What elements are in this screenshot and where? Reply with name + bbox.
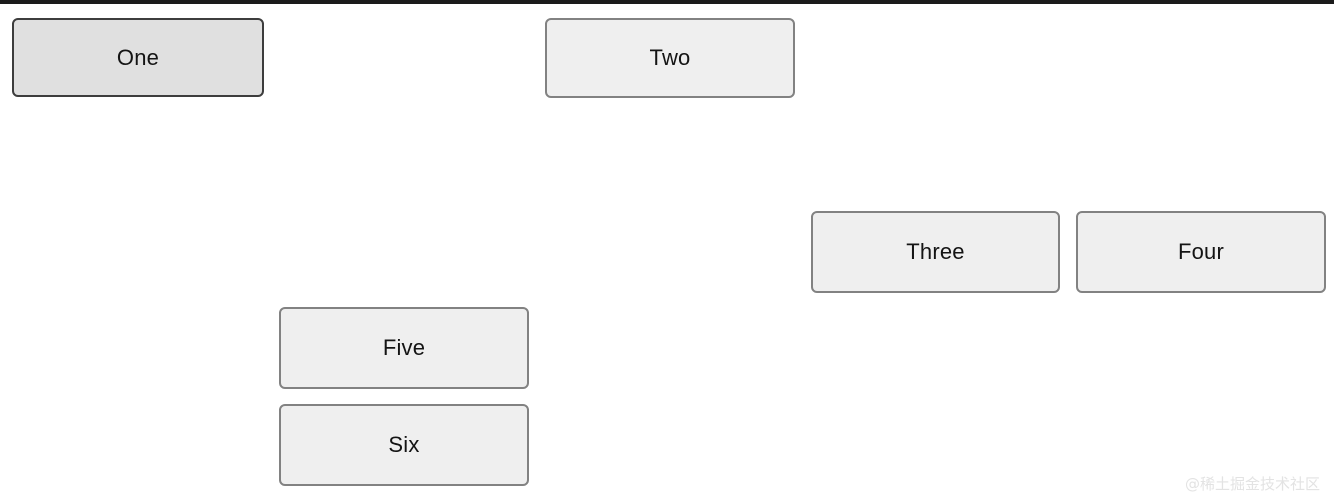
box-four[interactable]: Four — [1076, 211, 1326, 293]
box-one-label: One — [116, 44, 160, 70]
top-edge-band — [0, 0, 1334, 4]
box-three[interactable]: Three — [811, 211, 1060, 293]
box-one[interactable]: One — [12, 18, 264, 97]
box-two[interactable]: Two — [545, 18, 795, 98]
box-four-label: Four — [1177, 239, 1225, 264]
box-six-label: Six — [388, 432, 420, 457]
box-five-label: Five — [382, 335, 426, 360]
watermark: @稀土掘金技术社区 — [1184, 475, 1320, 493]
box-three-label: Three — [906, 239, 965, 264]
box-two-label: Two — [649, 45, 691, 70]
box-five[interactable]: Five — [279, 307, 529, 389]
box-six[interactable]: Six — [279, 404, 529, 486]
